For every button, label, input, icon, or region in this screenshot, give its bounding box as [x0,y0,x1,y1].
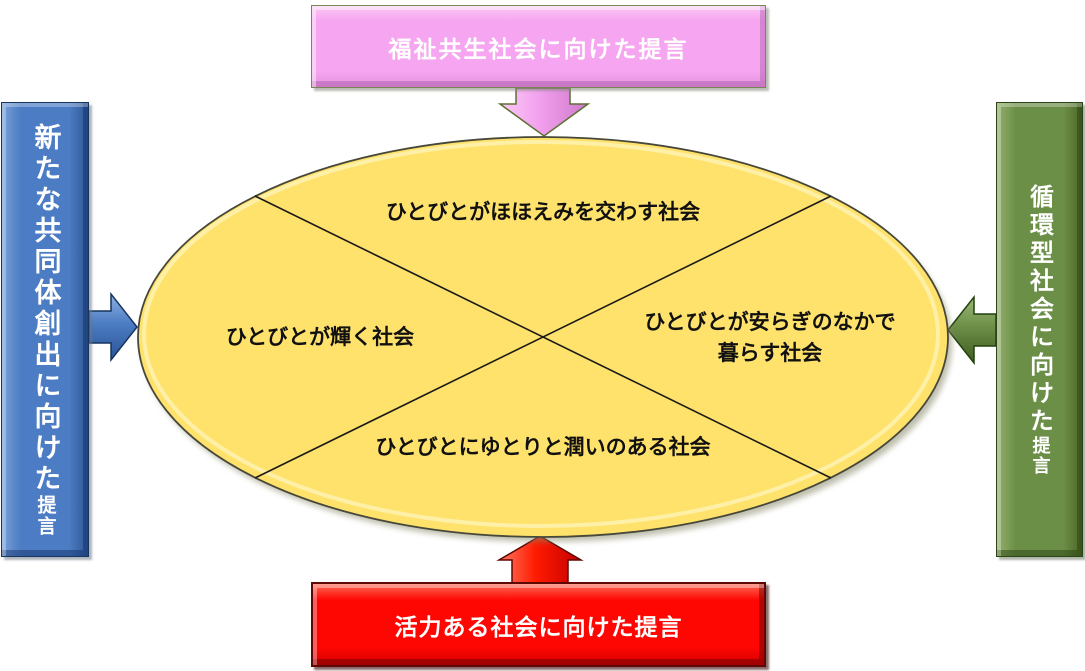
bottom-proposal-label: 活力ある社会に向けた提言 [394,614,683,641]
quadrant-label-right-line1: ひとびとが安らぎのなかで [644,310,896,334]
ellipse-inner-highlight [142,140,940,528]
top-proposal-label: 福祉共生社会に向けた提言 [388,36,689,63]
top-proposal-box: 福祉共生社会に向けた提言 [311,5,766,88]
quadrant-label-right-line2: 暮らす社会 [717,341,823,365]
quadrant-label-right: ひとびとが安らぎのなかで 暮らす社会 [600,307,940,369]
up-arrow [496,535,584,584]
down-arrow [497,87,591,137]
quadrant-label-top: ひとびとがほほえみを交わす社会 [385,200,701,224]
right-proposal-box: 循環型社会に向けた提言 [996,102,1083,557]
quadrant-label-left: ひとびとが輝く社会 [225,325,415,349]
left-arrow [947,294,997,366]
divider-line-2 [254,195,832,479]
left-proposal-box: 新たな共同体創出に向けた提言 [1,102,89,557]
right-arrow [88,291,138,363]
left-proposal-label: 新たな共同体創出に向けた提言 [29,122,61,537]
right-proposal-label: 循環型社会に向けた提言 [1025,183,1054,476]
quadrant-label-bottom: ひとびとにゆとりと潤いのある社会 [375,435,711,459]
bottom-proposal-box: 活力ある社会に向けた提言 [311,582,766,667]
